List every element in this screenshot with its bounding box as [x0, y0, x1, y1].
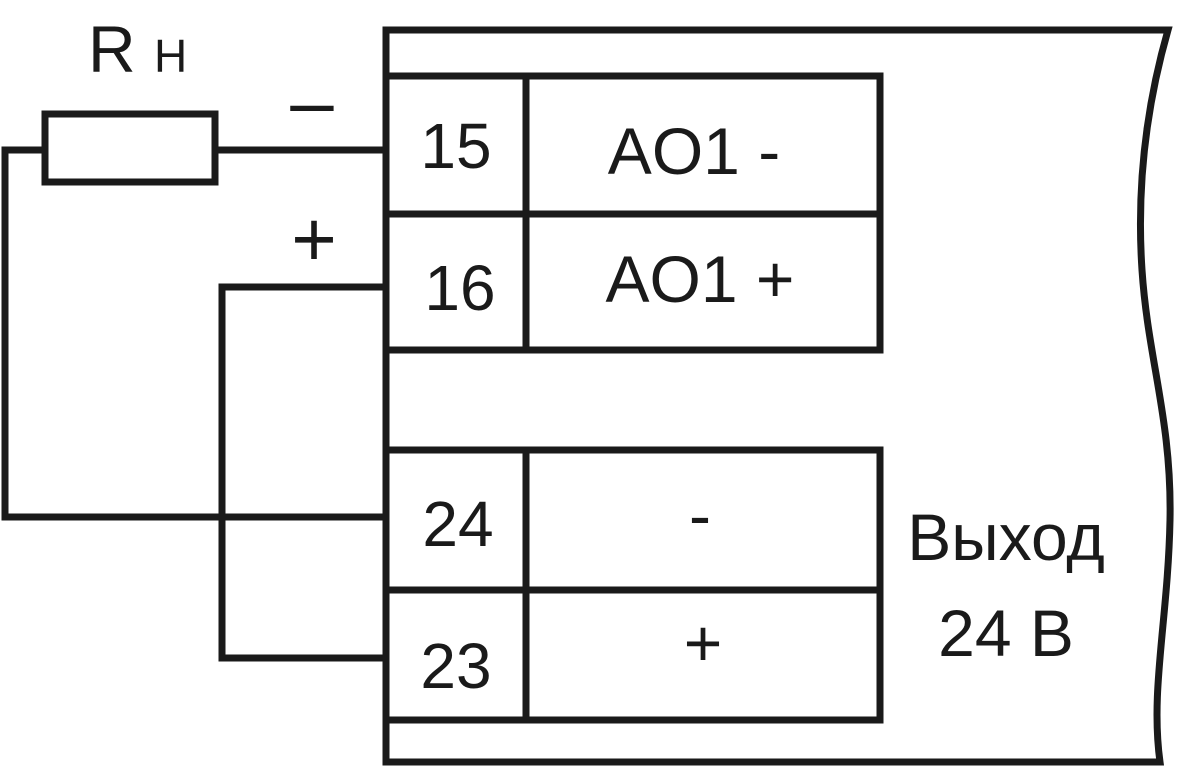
- pin-23: 23: [420, 630, 491, 702]
- terminal-block-power: [382, 446, 884, 724]
- signal-ao1-plus: AO1 +: [606, 242, 795, 316]
- signal-power-plus: +: [684, 606, 723, 680]
- wire-plus-sign: +: [291, 195, 337, 283]
- wire-minus-sign: –: [290, 57, 334, 145]
- load-resistor: [41, 110, 219, 186]
- pin-15: 15: [420, 110, 491, 182]
- resistor-label: R H: [88, 12, 187, 86]
- power-output-label-line1: Выход: [907, 500, 1104, 574]
- pin-16: 16: [424, 252, 495, 324]
- resistor-label-main: R: [88, 12, 136, 86]
- pin-24: 24: [422, 488, 493, 560]
- signal-ao1-minus: AO1 -: [608, 114, 780, 188]
- signal-power-minus: -: [689, 478, 711, 552]
- resistor-label-sub: H: [154, 30, 187, 82]
- device-housing: [382, 26, 1174, 766]
- wire-16-to-23: [218, 283, 390, 662]
- power-output-label-line2: 24 В: [938, 596, 1074, 670]
- wire-resistor-to-24: [1, 146, 390, 521]
